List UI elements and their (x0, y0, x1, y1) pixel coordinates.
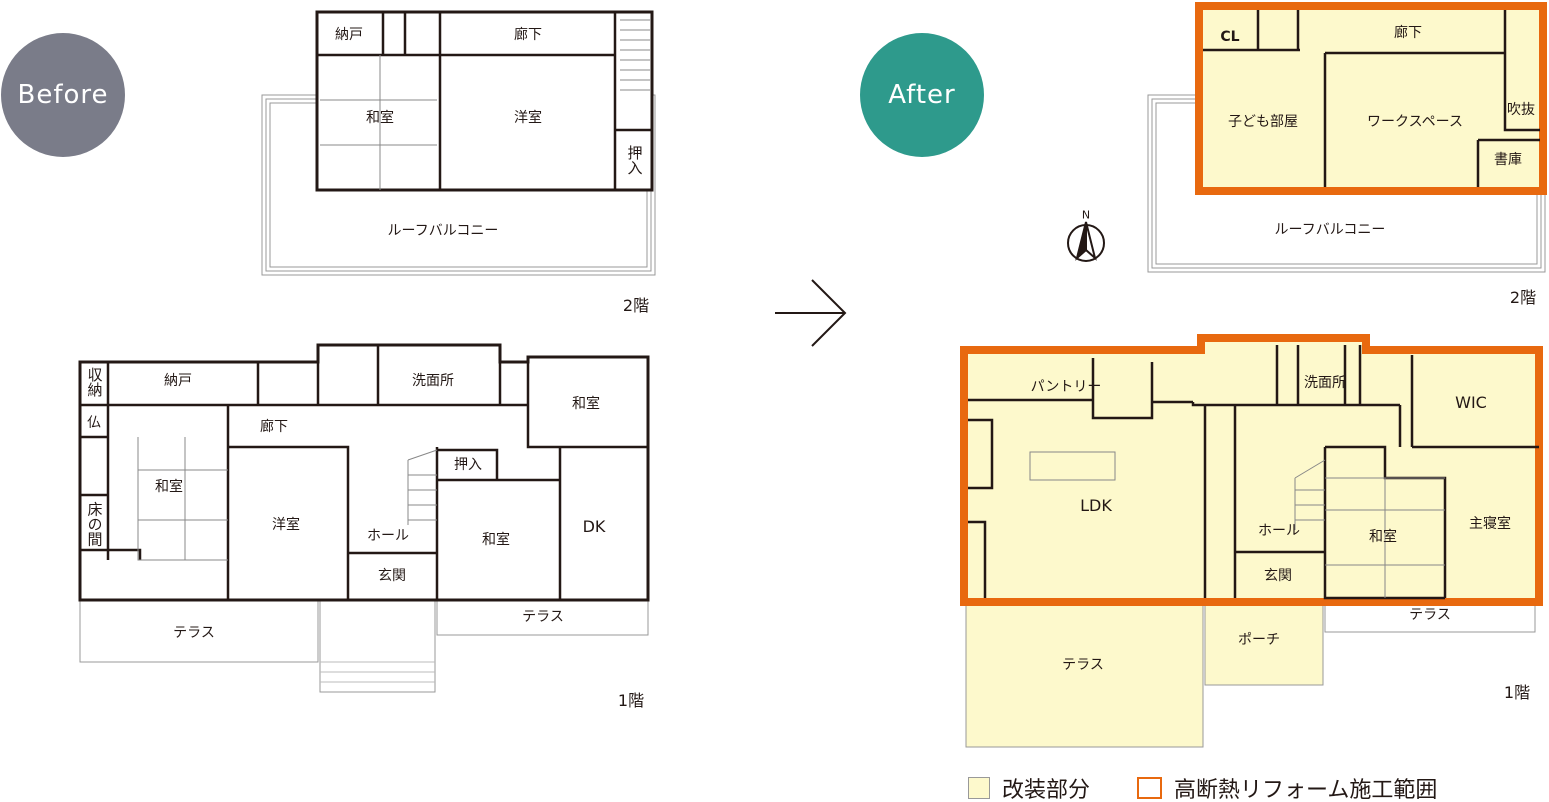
legend-renovated: 改装部分 (968, 772, 1090, 802)
room-label: テラス (522, 609, 564, 625)
room-label: テラス (1409, 607, 1451, 623)
room-label: 押入 (625, 145, 644, 175)
room-label: 収納 (85, 367, 104, 397)
legend-label: 改装部分 (1002, 778, 1091, 802)
room-label: 仏 (87, 415, 101, 431)
room-label: ホール (1258, 523, 1300, 539)
room-label: 洋室 (272, 517, 300, 533)
room-label: 納戸 (164, 373, 192, 389)
compass-north-label: N (1081, 208, 1091, 222)
room-label: パントリー (1030, 379, 1102, 395)
room-label: 和室 (482, 532, 510, 548)
room-label: ワークスペース (1367, 114, 1463, 130)
room-label: 押入 (454, 457, 482, 473)
room-label: 納戸 (335, 27, 363, 43)
floor-label: 2階 (1509, 288, 1537, 307)
room-label: DK (582, 517, 606, 536)
room-label: LDK (1080, 496, 1112, 515)
room-label: 床の間 (85, 501, 104, 547)
orange-outline-square-icon (1137, 777, 1162, 799)
floor-label: 1階 (617, 691, 645, 710)
yellow-square-icon (968, 777, 990, 799)
room-label: 玄関 (1264, 568, 1292, 584)
floor-label: 2階 (622, 296, 650, 315)
room-label: テラス (173, 625, 215, 641)
room-label: WIC (1455, 393, 1487, 412)
after-floor2-plan (1147, 2, 1547, 273)
room-label: 吹抜 (1507, 102, 1535, 118)
room-label: 子ども部屋 (1228, 114, 1298, 130)
room-label: 玄関 (378, 568, 406, 584)
legend-label: 高断熱リフォーム施工範囲 (1174, 778, 1438, 802)
room-label: 廊下 (260, 419, 288, 435)
after-floor1-plan (960, 334, 1543, 748)
after-badge: After (860, 33, 984, 157)
room-label: ルーフバルコニー (387, 223, 499, 239)
room-label: 廊下 (514, 27, 542, 43)
room-label: 和室 (1369, 529, 1397, 545)
north-compass-icon (1067, 221, 1105, 262)
room-label: ポーチ (1238, 632, 1280, 648)
room-label: 和室 (155, 479, 183, 495)
room-label: 廊下 (1394, 25, 1422, 41)
room-label: ルーフバルコニー (1274, 222, 1386, 238)
floor-label: 1階 (1503, 683, 1531, 702)
room-label: 洋室 (514, 110, 542, 126)
before-floor1-plan (78, 343, 650, 693)
room-label: ホール (367, 528, 409, 544)
legend-insulation: 高断熱リフォーム施工範囲 (1137, 772, 1437, 802)
room-label: 和室 (572, 396, 600, 412)
room-label: テラス (1062, 657, 1104, 673)
before-badge: Before (1, 33, 125, 157)
before-floor2-plan (261, 10, 656, 276)
room-label: 主寝室 (1469, 516, 1511, 532)
room-label: 洗面所 (412, 373, 454, 389)
room-label: 洗面所 (1304, 375, 1346, 391)
room-label: CL (1220, 29, 1240, 45)
room-label: 和室 (366, 110, 394, 126)
arrow-right-icon (775, 279, 847, 347)
room-label: 書庫 (1494, 152, 1522, 168)
